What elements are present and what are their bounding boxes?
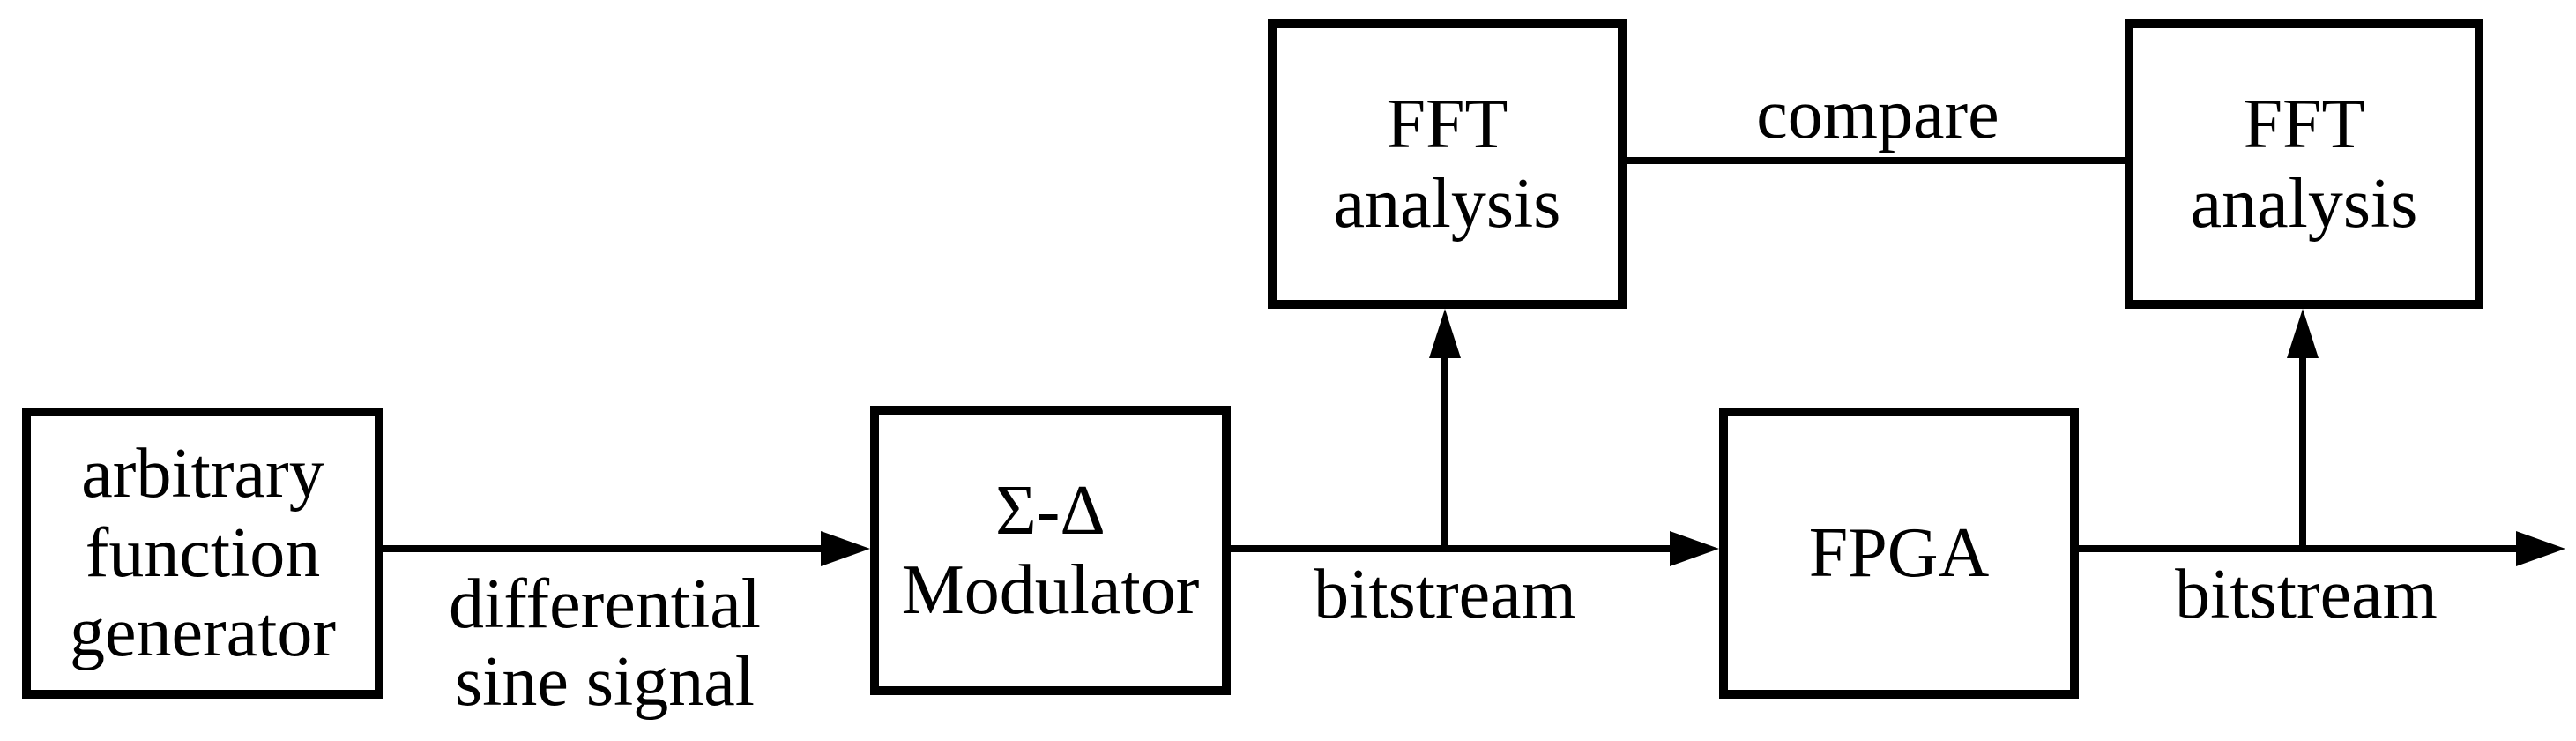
box-fpga: FPGA bbox=[1719, 408, 2079, 699]
connector-fpga-to-output bbox=[2079, 545, 2516, 552]
arrowhead-right-icon bbox=[1670, 531, 1719, 566]
box-label-line: Σ-Δ bbox=[995, 472, 1106, 550]
arrowhead-right-icon bbox=[2516, 531, 2565, 566]
connector-bitstream1-to-fft1 bbox=[1441, 356, 1448, 552]
connector-generator-to-modulator bbox=[383, 545, 821, 552]
box-label-line: Modulator bbox=[901, 551, 1200, 629]
arrowhead-up-icon bbox=[1429, 309, 1461, 358]
box-label-line: function bbox=[85, 514, 321, 592]
label-bitstream-2: bitstream bbox=[2175, 556, 2438, 633]
arrowhead-right-icon bbox=[821, 531, 870, 566]
connector-bitstream2-to-fft2 bbox=[2299, 356, 2306, 552]
box-label-line: generator bbox=[69, 594, 337, 671]
label-compare: compare bbox=[1756, 76, 1999, 153]
label-line: differential bbox=[449, 565, 761, 643]
box-label-line: analysis bbox=[1333, 165, 1561, 243]
box-label-line: analysis bbox=[2190, 165, 2418, 243]
connector-compare bbox=[1627, 157, 2125, 164]
box-fft-analysis-2: FFT analysis bbox=[2125, 19, 2483, 309]
label-line: sine signal bbox=[455, 643, 755, 721]
label-differential-sine-signal: differential sine signal bbox=[296, 565, 913, 721]
arrowhead-up-icon bbox=[2287, 309, 2319, 358]
box-label-line: arbitrary bbox=[81, 435, 324, 513]
box-fft-analysis-1: FFT analysis bbox=[1268, 19, 1627, 309]
connector-modulator-to-fpga bbox=[1231, 545, 1670, 552]
box-arbitrary-function-generator: arbitrary function generator bbox=[22, 408, 383, 699]
box-label-line: FFT bbox=[1386, 86, 1508, 163]
box-label-line: FPGA bbox=[1808, 514, 1990, 592]
box-sigma-delta-modulator: Σ-Δ Modulator bbox=[870, 406, 1231, 695]
box-label-line: FFT bbox=[2243, 86, 2365, 163]
label-bitstream-1: bitstream bbox=[1314, 556, 1576, 633]
